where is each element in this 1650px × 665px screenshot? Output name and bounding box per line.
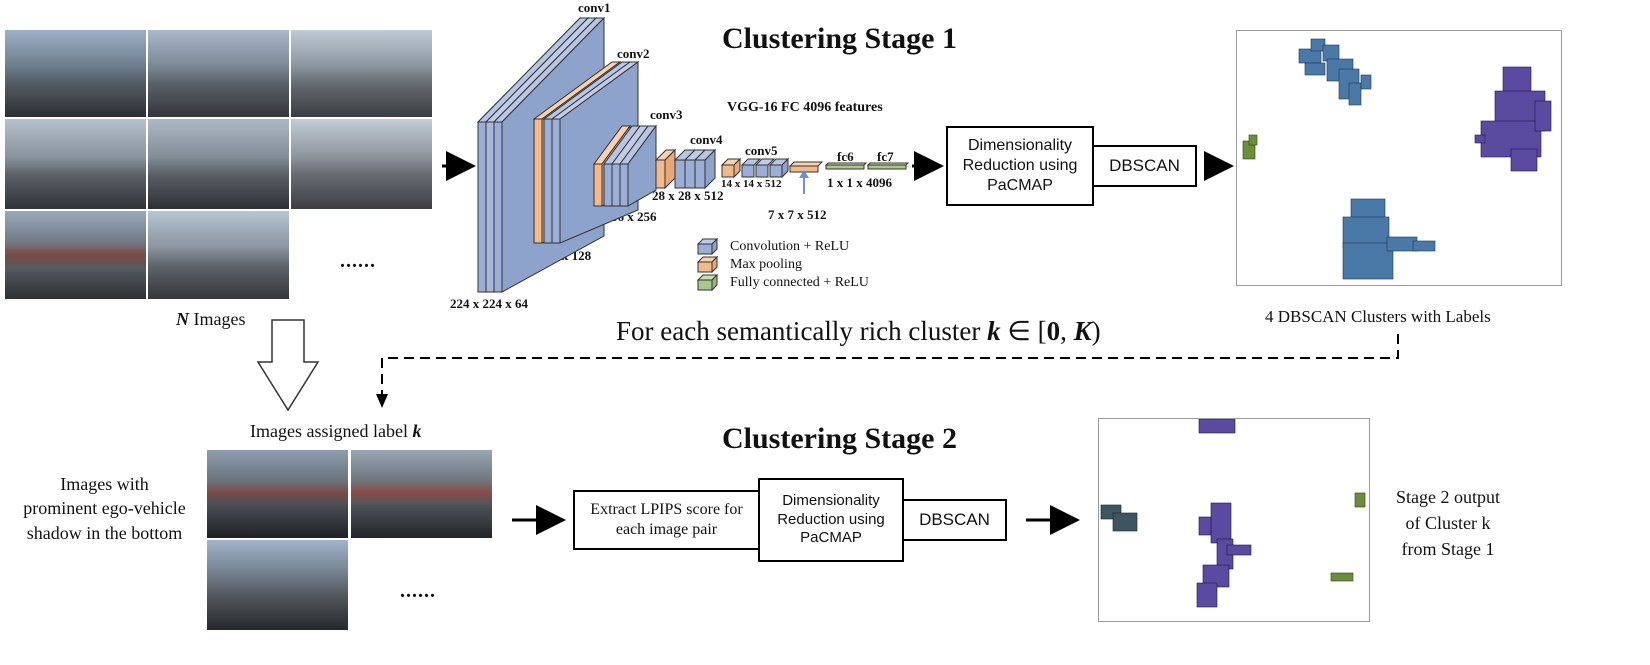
legend-icons bbox=[696, 237, 719, 292]
input-image bbox=[148, 211, 289, 299]
conv5-block bbox=[720, 157, 824, 179]
input-image bbox=[5, 30, 146, 117]
dimred-box-stage1: Dimensionality Reduction using PaCMAP bbox=[946, 126, 1094, 206]
legend-fc-label: Fully connected + ReLU bbox=[730, 275, 869, 290]
assigned-label: Images assigned label k bbox=[250, 421, 422, 441]
legend-conv-label: Convolution + ReLU bbox=[730, 239, 850, 254]
dbscan-box-stage2: DBSCAN bbox=[902, 499, 1007, 541]
loop-dashed-line bbox=[381, 334, 1399, 398]
shadow-description: Images with prominent ego-vehicle shadow… bbox=[23, 474, 186, 543]
cluster-image bbox=[207, 450, 348, 538]
conv4-block bbox=[654, 148, 717, 190]
layer-label-conv5: conv5 bbox=[745, 143, 778, 158]
legend-pool-label: Max pooling bbox=[730, 257, 802, 272]
input-image bbox=[148, 119, 289, 209]
dimred-box-stage2: Dimensionality Reduction using PaCMAP bbox=[758, 478, 904, 562]
dim-28: 28 x 28 x 512 bbox=[652, 188, 724, 203]
dim-7: 7 x 7 x 512 bbox=[768, 207, 827, 222]
cluster-plot-stage1 bbox=[1236, 30, 1562, 286]
stage2-title: Clustering Stage 2 bbox=[722, 422, 957, 455]
conv3-block bbox=[593, 124, 657, 207]
vgg-features-title: VGG-16 FC 4096 features bbox=[727, 100, 883, 115]
input-image bbox=[291, 30, 432, 117]
cluster-image bbox=[207, 540, 348, 630]
loop-caption: For each semantically rich cluster k ∈ [… bbox=[616, 316, 1101, 346]
dbscan-box-stage1: DBSCAN bbox=[1092, 145, 1197, 187]
input-image bbox=[5, 119, 146, 209]
images-count-label: N Images bbox=[176, 309, 246, 329]
dim-1: 1 x 1 x 4096 bbox=[827, 175, 892, 190]
input-image bbox=[291, 119, 432, 209]
dim-224: 224 x 224 x 64 bbox=[450, 296, 528, 311]
layer-label-conv2: conv2 bbox=[617, 46, 650, 61]
stage2-output-caption: Stage 2 output of Cluster k from Stage 1 bbox=[1396, 487, 1500, 560]
fc-blocks bbox=[824, 162, 910, 170]
lpips-box: Extract LPIPS score for each image pair bbox=[573, 490, 760, 550]
layer-label-conv4: conv4 bbox=[690, 132, 723, 147]
input-image bbox=[5, 211, 146, 299]
ellipsis-stage2: ...... bbox=[400, 580, 436, 602]
layer-label-conv1: conv1 bbox=[578, 0, 611, 15]
cluster-plot-stage2 bbox=[1098, 418, 1370, 622]
input-image bbox=[148, 30, 289, 117]
clusters-caption: 4 DBSCAN Clusters with Labels bbox=[1265, 307, 1491, 326]
layer-label-conv3: conv3 bbox=[650, 107, 683, 122]
hollow-down-arrow bbox=[256, 319, 320, 412]
cluster-image bbox=[351, 450, 492, 538]
ellipsis: ...... bbox=[340, 250, 376, 272]
layer-label-fc7: fc7 bbox=[877, 149, 894, 164]
stage1-title: Clustering Stage 1 bbox=[722, 22, 957, 55]
layer-label-fc6: fc6 bbox=[837, 149, 854, 164]
dim-14: 14 x 14 x 512 bbox=[721, 178, 782, 190]
